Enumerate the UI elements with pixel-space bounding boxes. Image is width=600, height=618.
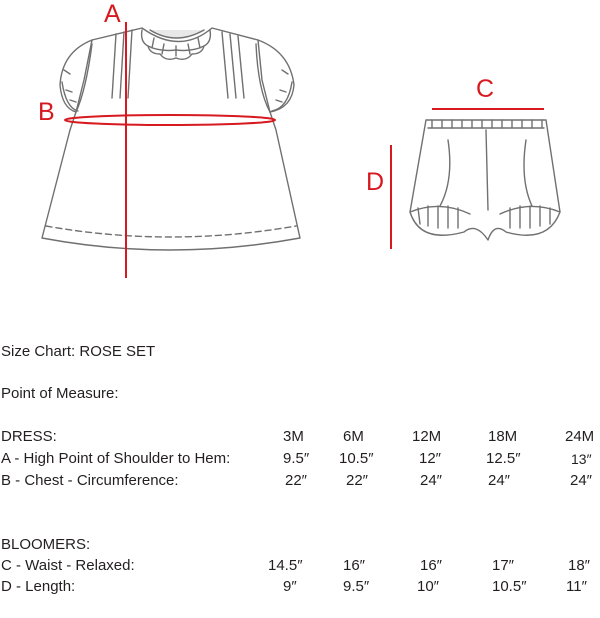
bloomers-row-c-6m: 16″ bbox=[343, 557, 365, 574]
measure-lines bbox=[64, 22, 544, 278]
dress-row-a-3m: 9.5″ bbox=[283, 450, 310, 467]
bloomers-row-d-12m: 10″ bbox=[417, 578, 439, 595]
measure-line-b bbox=[64, 114, 276, 126]
bloomers-drawing bbox=[409, 119, 561, 241]
bloomers-row-d-3m: 9″ bbox=[283, 578, 297, 595]
size-header-24m: 24M bbox=[565, 428, 595, 445]
dress-row-b-3m: 22″ bbox=[285, 472, 307, 489]
dress-heading: DRESS: bbox=[1, 428, 57, 445]
bloomers-row-d-18m: 10.5″ bbox=[492, 578, 527, 595]
dress-row-b-label: B - Chest - Circumference: bbox=[1, 472, 179, 489]
dress-row-a-6m: 10.5″ bbox=[339, 450, 374, 467]
size-header-6m: 6M bbox=[343, 428, 364, 445]
label-d: D bbox=[366, 168, 384, 196]
dress-row-b-24m: 24″ bbox=[570, 472, 592, 489]
bloomers-row-c-3m: 14.5″ bbox=[268, 557, 303, 574]
bloomers-row-d-label: D - Length: bbox=[1, 578, 76, 595]
dress-row-a-24m: 13″ bbox=[571, 451, 592, 467]
dress-row-b-6m: 22″ bbox=[346, 472, 368, 489]
dress-row-a-18m: 12.5″ bbox=[486, 450, 521, 467]
dress-row-a-12m: 12″ bbox=[419, 450, 441, 467]
bloomers-row-c-label: C - Waist - Relaxed: bbox=[1, 557, 135, 574]
size-header-12m: 12M bbox=[412, 428, 442, 445]
bloomers-row-c-24m: 18″ bbox=[568, 557, 590, 574]
dress-row-a-label: A - High Point of Shoulder to Hem: bbox=[1, 450, 231, 467]
size-chart-title: Size Chart: ROSE SET bbox=[1, 343, 156, 360]
garment-diagram: A B C D bbox=[38, 0, 561, 278]
label-a: A bbox=[104, 0, 121, 28]
bloomers-row-c-18m: 17″ bbox=[492, 557, 514, 574]
label-b: B bbox=[38, 98, 55, 126]
bloomers-row-c-12m: 16″ bbox=[420, 557, 442, 574]
size-header-3m: 3M bbox=[283, 428, 304, 445]
bloomers-row-d-6m: 9.5″ bbox=[343, 578, 370, 595]
label-c: C bbox=[476, 75, 494, 103]
size-header-18m: 18M bbox=[488, 428, 518, 445]
dress-drawing bbox=[41, 27, 301, 251]
dress-row-b-12m: 24″ bbox=[420, 472, 442, 489]
bloomers-heading: BLOOMERS: bbox=[1, 536, 91, 553]
dress-row-b-18m: 24″ bbox=[488, 472, 510, 489]
bloomers-row-d-24m: 11″ bbox=[566, 578, 587, 595]
point-of-measure-label: Point of Measure: bbox=[1, 385, 119, 402]
